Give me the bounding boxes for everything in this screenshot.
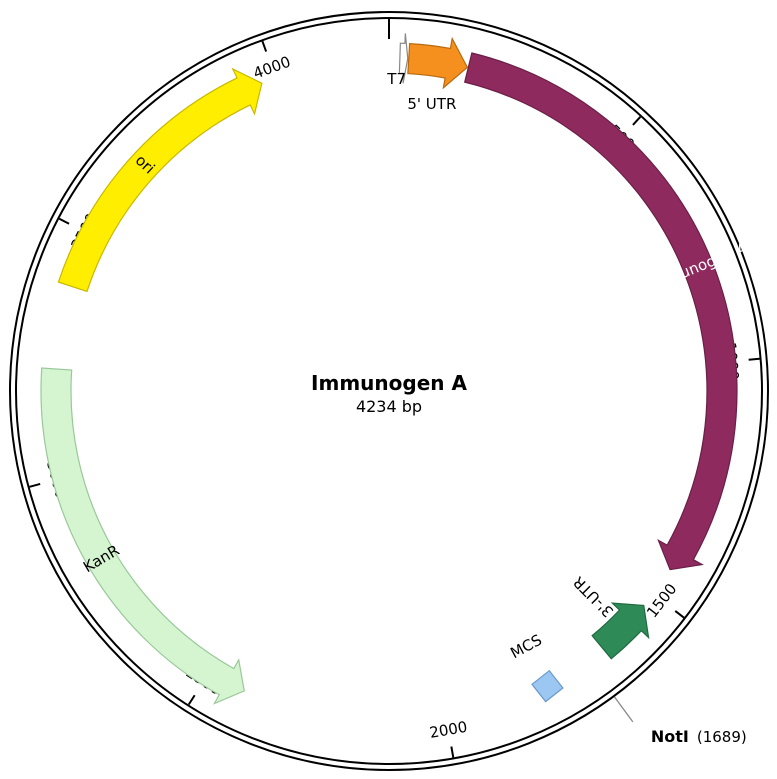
feature-kanr[interactable]: KanR: [40, 367, 245, 705]
feature-3-utr[interactable]: 3'-UTR: [569, 573, 650, 660]
feature-5-utr[interactable]: 5' UTR: [407, 36, 469, 114]
feature-mcs[interactable]: MCS: [507, 631, 564, 703]
site-noti[interactable]: NotI (1689): [613, 696, 747, 746]
feature-label-t7: T7: [386, 70, 406, 88]
backbone: [9, 11, 769, 771]
tick-mark: [632, 116, 642, 126]
feature-label-3-utr: 3'-UTR: [569, 573, 617, 621]
feature-shape: [57, 67, 263, 293]
feature-shape: [591, 602, 650, 660]
tick-mark: [674, 610, 685, 619]
feature-label-5-utr: 5' UTR: [407, 95, 456, 113]
feature-shape: [463, 52, 738, 571]
tick-mark: [187, 694, 196, 706]
tick-label: 2000: [428, 718, 469, 742]
feature-immunogen-a[interactable]: Immunogen A: [463, 52, 751, 571]
feature-shape: [407, 36, 469, 90]
tick-label: 4000: [251, 53, 293, 83]
tick-label: 1500: [643, 580, 681, 621]
feature-shape: [40, 367, 245, 705]
site-position: (1689): [697, 728, 747, 746]
tick-mark: [58, 217, 70, 225]
tick-mark: [29, 482, 41, 488]
tick-mark: [748, 357, 760, 361]
site-leader-line: [613, 696, 634, 723]
tick-mark: [450, 746, 455, 758]
feature-shape: [398, 33, 409, 84]
feature-ori[interactable]: ori: [57, 67, 263, 293]
tick-mark: [261, 40, 268, 52]
site-name: NotI: [651, 727, 689, 746]
feature-shape: [531, 669, 564, 703]
plasmid-title: Immunogen A: [311, 371, 467, 395]
feature-label-mcs: MCS: [507, 631, 545, 662]
feature-t7[interactable]: T7: [386, 33, 409, 88]
restriction-sites: NotI (1689): [613, 696, 747, 746]
plasmid-size: 4234 bp: [356, 397, 422, 416]
